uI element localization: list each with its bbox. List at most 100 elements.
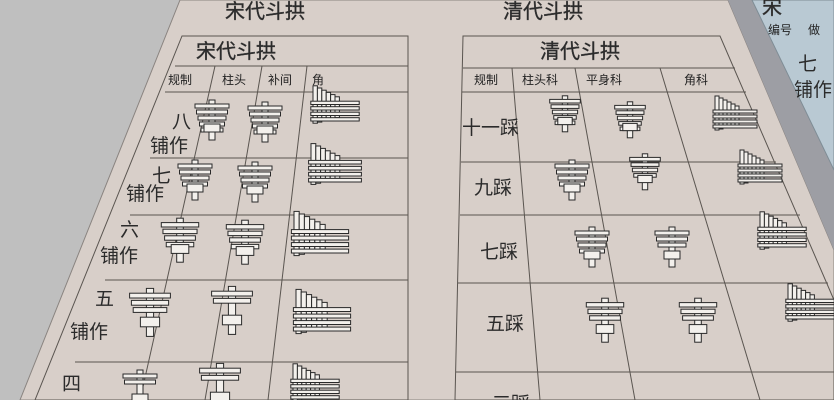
qing-dougong-7-arm bbox=[678, 302, 718, 308]
song-dougong-0-arm bbox=[194, 103, 230, 109]
song-row-3-label-a: 六 bbox=[120, 219, 139, 241]
song-dougong-9-arm bbox=[124, 379, 156, 385]
song-dougong-1-block bbox=[256, 125, 274, 135]
song-dougong-2-arm bbox=[179, 169, 211, 175]
song-dougong-9-post bbox=[136, 369, 144, 400]
song-corner-1-beam bbox=[320, 147, 326, 183]
song-dougong-5-arm bbox=[227, 230, 263, 237]
qing-corner-3-arm bbox=[785, 309, 834, 315]
song-corner-3-arm bbox=[292, 326, 352, 332]
song-corner-2-beam bbox=[303, 216, 311, 254]
qing-corner-2-arm bbox=[757, 232, 807, 237]
qing-dougong-0-arm bbox=[550, 104, 580, 109]
song-col-2: 补间 bbox=[268, 73, 292, 87]
qing-dougong-2-block bbox=[563, 183, 581, 193]
song-col-1: 柱头 bbox=[222, 72, 246, 87]
song-dougong-8-arm bbox=[199, 367, 241, 374]
qing-dougong-4-arm bbox=[576, 236, 608, 242]
right-panel-row-b: 铺作 bbox=[794, 79, 832, 101]
qing-corner-1-arm bbox=[737, 178, 783, 183]
song-dougong-7-arm bbox=[212, 297, 252, 304]
qing-dougong-5-arm bbox=[657, 242, 687, 248]
qing-table bbox=[454, 35, 834, 400]
qing-corner-0-arm bbox=[712, 124, 758, 129]
song-dougong-2-arm bbox=[177, 163, 213, 169]
right-panel-row-a: 七 bbox=[798, 53, 817, 75]
qing-corner-2-arm bbox=[757, 237, 807, 242]
qing-dougong-3-arm bbox=[629, 156, 661, 162]
song-table-title: 宋代斗拱 bbox=[196, 39, 276, 63]
qing-dougong-1-block bbox=[622, 122, 638, 132]
song-dougong-9-block bbox=[131, 393, 149, 400]
song-dougong-0-arm bbox=[197, 115, 227, 121]
right-panel bbox=[751, 0, 834, 171]
top-title-left: 宋代斗拱 bbox=[225, 0, 305, 23]
qing-dougong-0-block bbox=[557, 116, 573, 126]
song-corner-0-arm bbox=[310, 106, 360, 111]
song-dougong-4-arm bbox=[162, 228, 198, 235]
song-dougong-6-arm bbox=[129, 292, 171, 299]
qing-dougong-6-block bbox=[595, 324, 615, 334]
qing-dougong-5-block bbox=[663, 250, 681, 260]
song-dougong-5-block bbox=[235, 246, 255, 256]
song-dougong-8-post bbox=[215, 362, 225, 400]
qing-corner-2-beam bbox=[763, 213, 770, 249]
song-row-2-label-b: 铺作 bbox=[126, 183, 164, 205]
song-row-3-label-b: 铺作 bbox=[100, 245, 138, 267]
song-dougong-8-arm bbox=[200, 374, 240, 381]
right-panel-col-0: 编号 bbox=[768, 22, 792, 37]
right-panel-title: 宋 bbox=[762, 0, 782, 19]
song-row-4-label-a: 五 bbox=[95, 288, 114, 310]
song-dougong-2-arm bbox=[180, 175, 210, 181]
qing-corner-3-beam bbox=[791, 285, 798, 321]
song-dougong-3-arm bbox=[239, 171, 271, 177]
qing-corner-3-beam bbox=[796, 287, 802, 320]
song-dougong-3-block bbox=[246, 185, 264, 195]
song-corner-4-arm bbox=[290, 378, 340, 384]
top-title-right: 清代斗拱 bbox=[503, 0, 583, 23]
song-corner-1-arm bbox=[308, 171, 362, 177]
qing-dougong-7-arm bbox=[680, 308, 716, 315]
song-dougong-3-arm bbox=[240, 177, 270, 183]
song-corner-3-arm bbox=[292, 320, 352, 326]
qing-row-1-label: 十一踩 bbox=[462, 117, 519, 139]
panel-gap bbox=[728, 0, 834, 250]
song-row-1-label-b: 铺作 bbox=[150, 135, 188, 157]
qing-corner-0-arm bbox=[712, 109, 758, 114]
song-dougong-6-arm bbox=[132, 307, 168, 313]
qing-corner-1-arm bbox=[737, 173, 783, 178]
qing-dougong-6-arm bbox=[587, 308, 623, 315]
qing-row-4-label: 五踩 bbox=[486, 313, 524, 335]
qing-dougong-4-block bbox=[583, 250, 601, 260]
qing-dougong-6-arm bbox=[585, 302, 625, 308]
qing-corner-2-arm bbox=[757, 226, 807, 231]
song-dougong-1-arm bbox=[247, 105, 283, 111]
qing-dougong-1-arm bbox=[615, 110, 645, 115]
song-corner-2-arm bbox=[290, 235, 350, 241]
qing-corner-1-beam bbox=[747, 153, 753, 183]
song-corner-2-arm bbox=[290, 248, 350, 254]
qing-dougong-3-block bbox=[637, 174, 653, 184]
qing-dougong-3-arm bbox=[631, 167, 659, 173]
song-corner-1-beam bbox=[315, 145, 322, 184]
song-row-1-label-a: 八 bbox=[172, 111, 191, 133]
qing-col-2: 平身科 bbox=[586, 72, 622, 87]
song-corner-0-arm bbox=[310, 117, 360, 122]
song-dougong-6-arm bbox=[130, 299, 170, 306]
song-dougong-4-arm bbox=[160, 222, 200, 228]
qing-dougong-7-arm bbox=[682, 315, 714, 321]
dougong-models bbox=[122, 85, 834, 400]
song-row-4-label-b: 铺作 bbox=[70, 321, 108, 343]
song-dougong-4-block bbox=[170, 244, 190, 254]
song-corner-2-beam bbox=[298, 213, 305, 255]
song-dougong-7-arm bbox=[211, 290, 253, 297]
song-corner-3-beam bbox=[305, 294, 313, 332]
song-corner-0-arm bbox=[310, 111, 360, 116]
song-corner-3-arm bbox=[292, 313, 352, 319]
song-dougong-0-block bbox=[203, 123, 221, 133]
qing-dougong-4-arm bbox=[574, 230, 610, 236]
qing-dougong-0-arm bbox=[551, 109, 579, 115]
qing-dougong-2-arm bbox=[556, 169, 588, 175]
